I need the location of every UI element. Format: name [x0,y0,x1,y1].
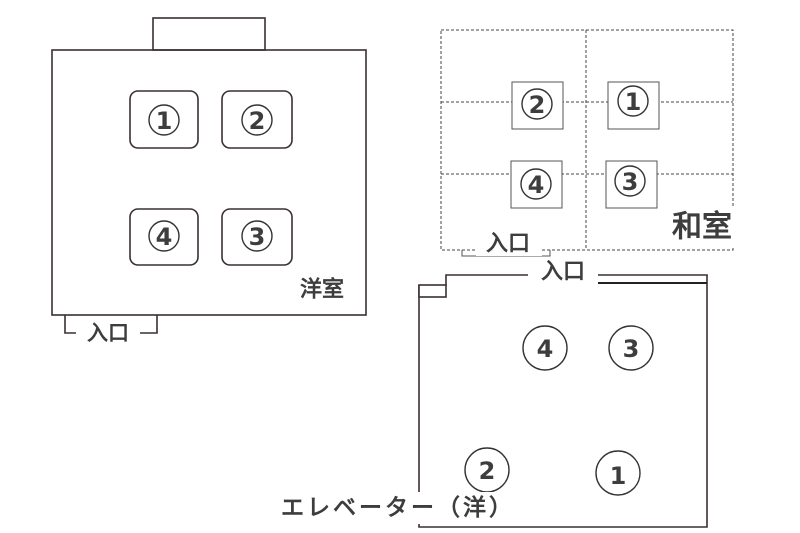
elevator-room-door [418,284,447,298]
seat-number: 2 [529,91,546,119]
western-seat-4: 4 [129,208,199,266]
seat-number: 4 [537,335,554,363]
japanese-room-wall [440,29,734,251]
seat-number: 3 [622,168,639,196]
elevator-seat-2: 2 [464,447,510,493]
elevator-room-label: エレベーター（洋） [281,494,515,521]
elevator-seat-4: 4 [522,325,568,371]
japanese-seat-3: 3 [605,160,658,209]
japanese-seat-4: 4 [510,160,563,209]
western-seat-3: 3 [221,208,293,266]
western-room: 1 2 4 3 洋室 入口 [51,17,367,346]
seat-number: 4 [156,223,173,251]
western-room-label: 洋室 [300,277,344,303]
elevator-entrance-label: 入口 [541,260,585,285]
seat-number: 4 [528,171,545,199]
elevator-seat-3: 3 [608,325,654,371]
western-entrance-label: 入口 [87,321,129,345]
western-seat-2: 2 [221,90,293,149]
japanese-seat-2: 2 [511,81,564,130]
seat-number: 1 [610,462,627,490]
western-room-alcove [152,17,266,51]
seat-number: 1 [156,107,173,135]
japanese-seat-1: 1 [607,81,660,130]
japanese-room-label: 和室 [672,210,732,245]
japanese-room: 2 1 4 3 和室 入口 [440,29,743,257]
seat-number: 2 [249,107,266,135]
seat-number: 3 [623,335,640,363]
elevator-room-wall [418,283,708,528]
elevator-room: 入口 4 3 2 1 エレベーター（洋） [258,260,708,528]
seat-number: 3 [249,223,266,251]
elevator-seat-1: 1 [595,450,641,496]
seat-number: 2 [479,457,496,485]
seat-number: 1 [625,88,642,116]
japanese-entrance-label: 入口 [486,232,530,257]
western-seat-1: 1 [129,90,199,149]
western-room-wall [51,49,367,316]
